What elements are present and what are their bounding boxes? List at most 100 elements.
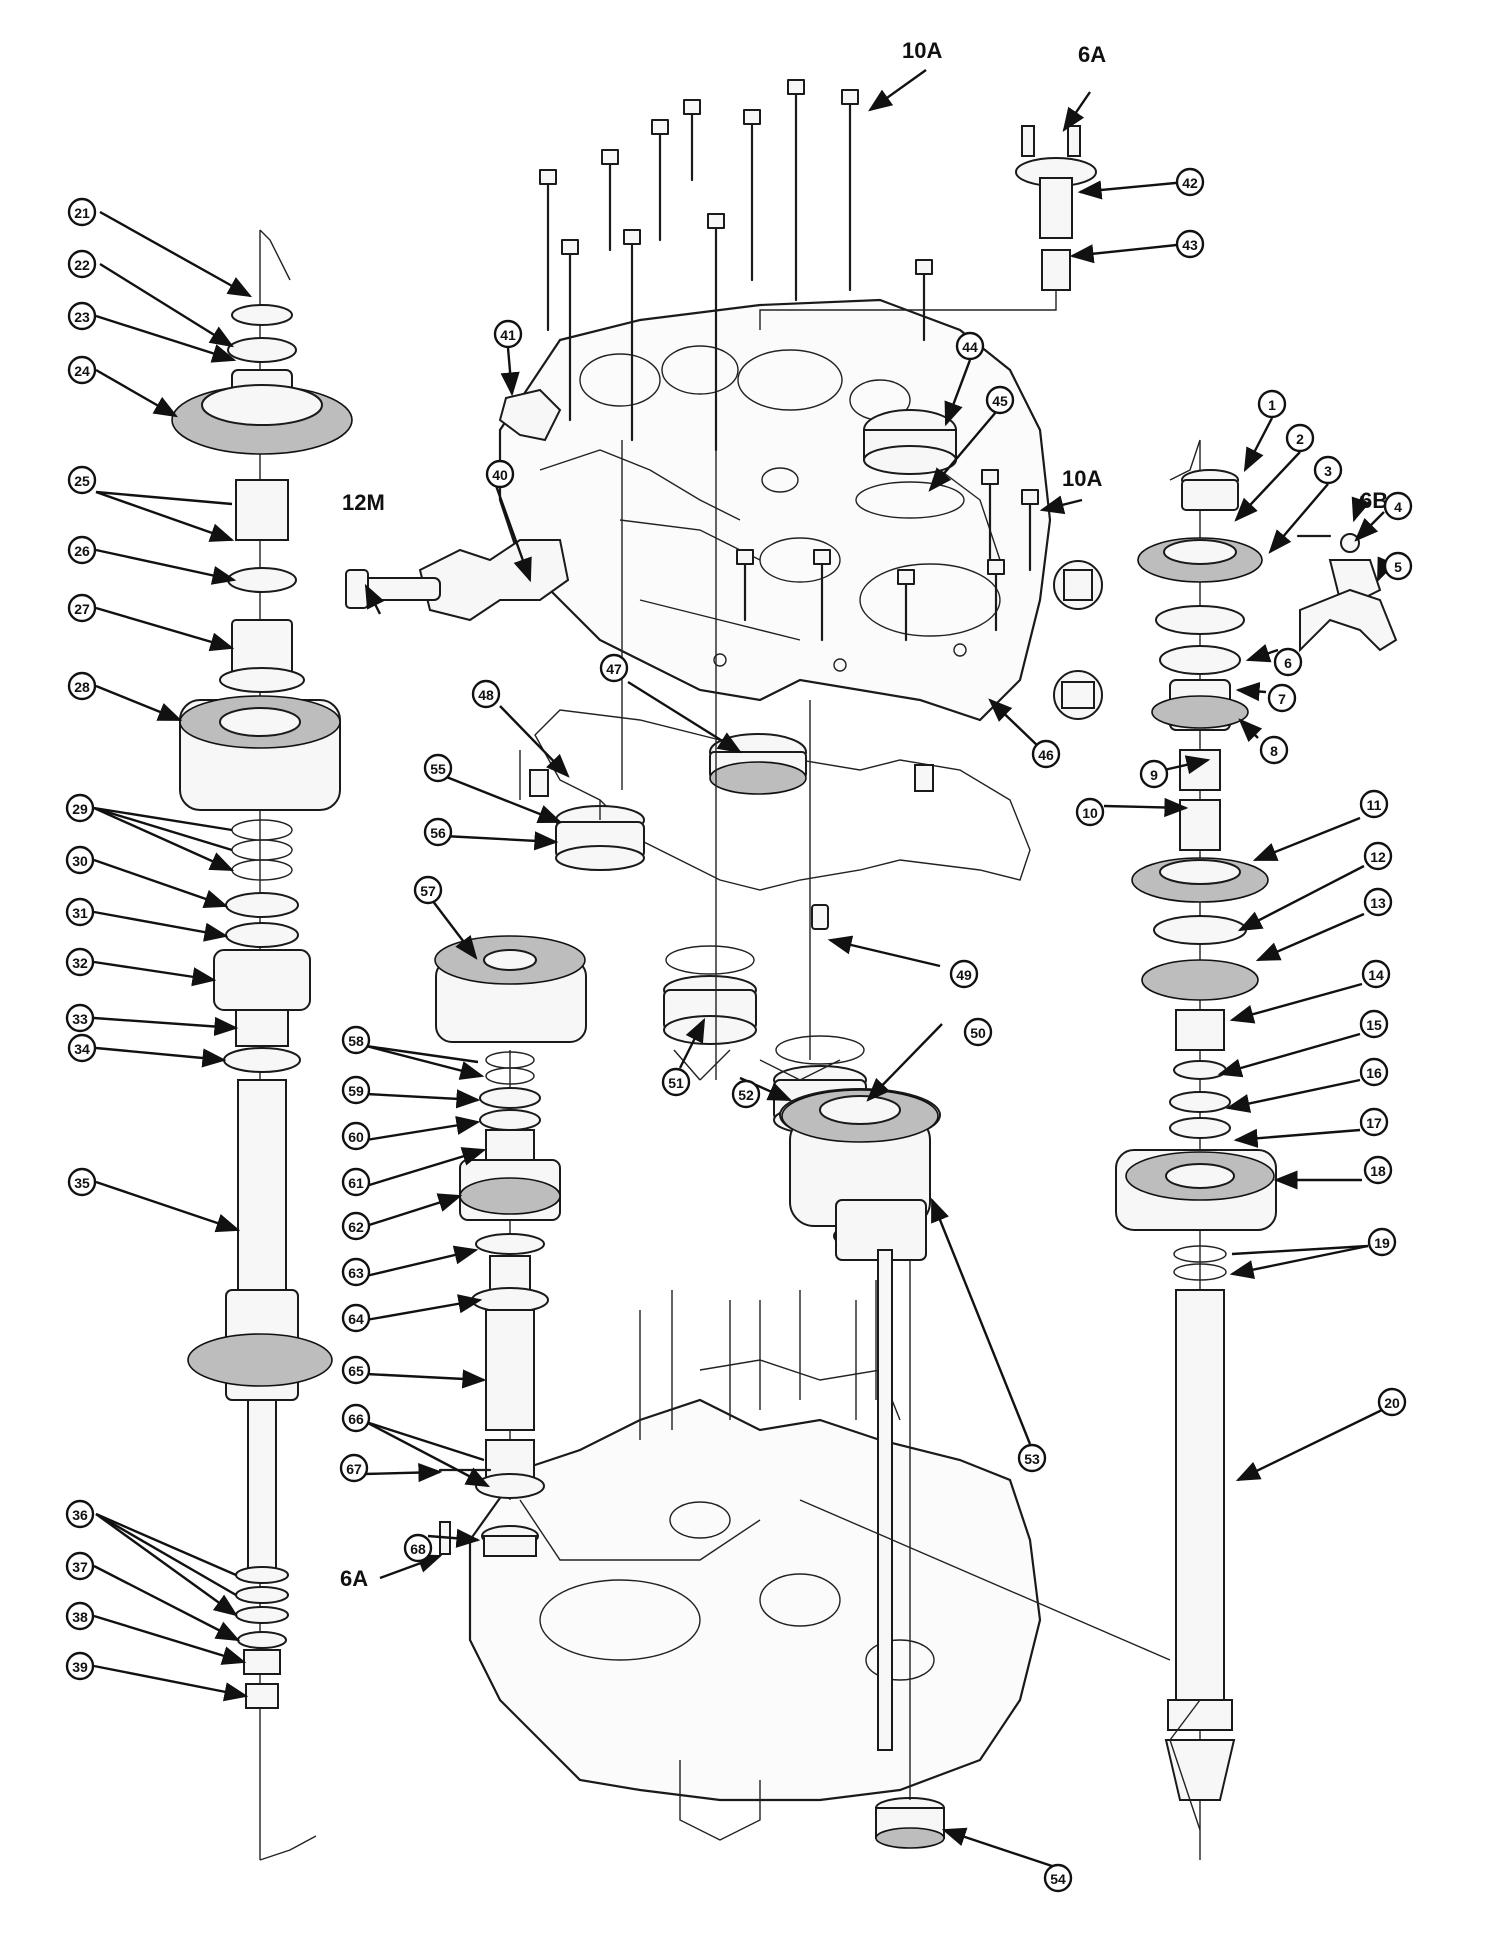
callout-label: 4 [1394,499,1402,515]
callout-63: 63 [341,1257,371,1287]
callout-22: 22 [67,249,97,279]
callout-label: 25 [74,473,90,489]
callout-62: 62 [341,1211,371,1241]
callout-label: 47 [606,661,622,677]
callout-label: 62 [348,1219,364,1235]
callout-label: 29 [72,801,88,817]
callout-65: 65 [341,1355,371,1385]
callout-5: 5 [1383,551,1413,581]
callout-46: 46 [1031,739,1061,769]
callout-45: 45 [985,385,1015,415]
callout-label: 65 [348,1363,364,1379]
callout-label: 34 [74,1041,90,1057]
callout-label: 35 [74,1175,90,1191]
callout-57: 57 [413,875,443,905]
callout-50: 50 [963,1017,993,1047]
callout-44: 44 [955,331,985,361]
callout-label: 23 [74,309,90,325]
upper-components [759,125,1097,330]
callout-1: 1 [1257,389,1287,419]
callout-label: 19 [1374,1235,1390,1251]
callout-label: 26 [74,543,90,559]
callout-14: 14 [1361,959,1391,989]
callout-37: 37 [65,1551,95,1581]
callout-43: 43 [1175,229,1205,259]
callout-label: 48 [478,687,494,703]
callout-label: 36 [72,1507,88,1523]
callout-30: 30 [65,845,95,875]
callout-13: 13 [1363,887,1393,917]
callout-35: 35 [67,1167,97,1197]
callout-16: 16 [1359,1057,1389,1087]
callout-label: 54 [1050,1871,1066,1887]
callout-39: 39 [65,1651,95,1681]
callout-label: 3 [1324,463,1332,479]
callout-label: 28 [74,679,90,695]
shift-fork-parts [1053,533,1398,720]
callout-48: 48 [471,679,501,709]
callout-label: 59 [348,1083,364,1099]
callout-47: 47 [599,653,629,683]
callout-label: 55 [430,761,446,777]
callout-24: 24 [67,355,97,385]
callout-label: 16 [1366,1065,1382,1081]
callout-23: 23 [67,301,97,331]
callout-label: 38 [72,1609,88,1625]
callout-59: 59 [341,1075,371,1105]
callout-label: 27 [74,601,90,617]
callout-label: 50 [970,1025,986,1041]
leader-lines [93,69,1396,1868]
callout-label: 31 [72,905,88,921]
callout-label: 39 [72,1659,88,1675]
callout-51: 51 [661,1067,691,1097]
callout-label: 22 [74,257,90,273]
callout-33: 33 [65,1003,95,1033]
callout-label: 17 [1366,1115,1382,1131]
callout-49: 49 [949,959,979,989]
callout-9: 9 [1139,759,1169,789]
torque-label: 12M [342,490,385,515]
callout-34: 34 [67,1033,97,1063]
callout-68: 68 [403,1533,433,1563]
callout-label: 57 [420,883,436,899]
callout-label: 52 [738,1087,754,1103]
callout-label: 8 [1270,743,1278,759]
case-bolts [539,79,1039,642]
callout-61: 61 [341,1167,371,1197]
callout-3: 3 [1313,455,1343,485]
callout-4: 4 [1383,491,1413,521]
torque-labels: 10A 6A 10A 6B 12M 6A [340,38,1388,1591]
callout-58: 58 [341,1025,371,1055]
callout-6: 6 [1273,647,1303,677]
callout-38: 38 [65,1601,95,1631]
callout-10: 10 [1075,797,1105,827]
callout-label: 11 [1367,797,1382,813]
callout-label: 7 [1278,691,1286,707]
callout-7: 7 [1267,683,1297,713]
callout-label: 45 [992,393,1008,409]
callout-label: 60 [348,1129,364,1145]
callout-36: 36 [65,1499,95,1529]
callout-label: 13 [1370,895,1386,911]
callout-label: 51 [668,1075,684,1091]
callout-label: 63 [348,1265,364,1281]
callout-label: 37 [72,1559,88,1575]
callout-67: 67 [339,1453,369,1483]
torque-label: 10A [902,38,942,63]
callout-8: 8 [1259,735,1289,765]
callout-label: 20 [1384,1395,1400,1411]
upper-transmission-case [498,298,1052,722]
callout-27: 27 [67,593,97,623]
callout-66: 66 [341,1403,371,1433]
torque-label: 10A [1062,466,1102,491]
dowel-pin [914,764,934,792]
callout-label: 44 [962,339,978,355]
callout-label: 6 [1284,655,1292,671]
callout-25: 25 [67,465,97,495]
callout-label: 43 [1182,237,1198,253]
callout-label: 15 [1366,1017,1382,1033]
callout-label: 66 [348,1411,364,1427]
callout-17: 17 [1359,1107,1389,1137]
callout-12: 12 [1363,841,1393,871]
